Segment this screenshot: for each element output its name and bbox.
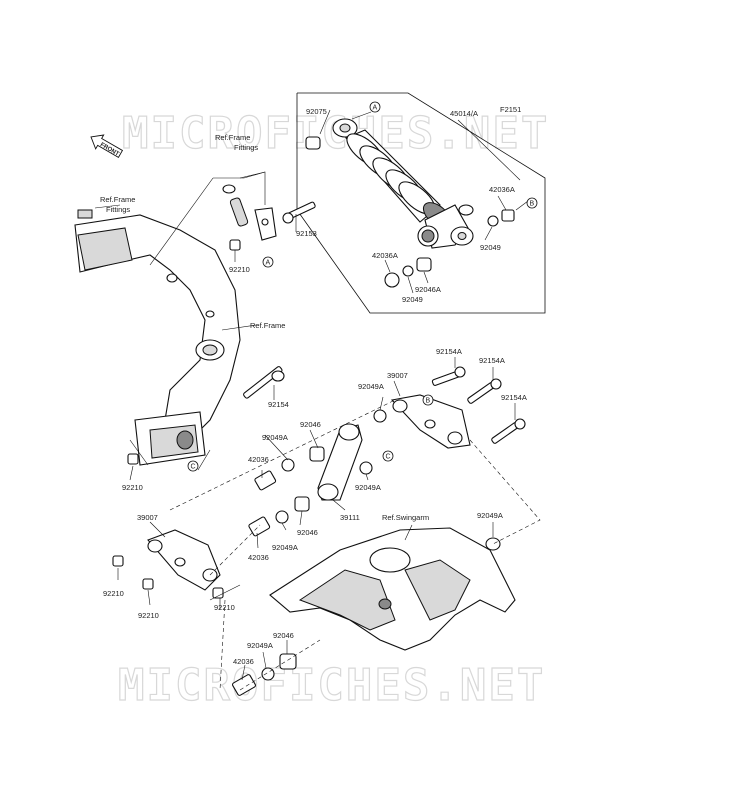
svg-text:A: A (266, 260, 271, 267)
bolt-92154a-3 (491, 418, 526, 444)
collar-42036a-left (384, 272, 400, 288)
ref-frame-fittings-top-line1: Ref.Frame (215, 133, 250, 142)
label-92210-top: 92210 (229, 265, 250, 274)
label-92210-a: 92210 (103, 589, 124, 598)
watermark-top: MICROFICHES.NET (122, 108, 549, 159)
label-39007-right: 39007 (387, 371, 408, 380)
label-45014a: 45014/A (450, 109, 478, 118)
label-92153: 92153 (296, 229, 317, 238)
label-92049a-4: 92049A (272, 543, 298, 552)
bolt-92154 (243, 366, 285, 399)
label-42036-1: 42036 (248, 455, 269, 464)
washer-92049a-2 (281, 458, 295, 472)
label-42036a-left: 42036A (372, 251, 398, 260)
collar-42036-1 (254, 470, 277, 491)
label-92049-bottom: 92049 (402, 295, 423, 304)
label-92154: 92154 (268, 400, 289, 409)
label-92049-right: 92049 (480, 243, 501, 252)
washer-92049a-1 (373, 409, 387, 423)
svg-text:A: A (373, 105, 378, 112)
bush-92046-1 (309, 446, 325, 462)
ref-frame-label: Ref.Frame (250, 321, 285, 330)
label-42036-2: 42036 (248, 553, 269, 562)
svg-text:B: B (426, 398, 431, 405)
bolt-92154a-1 (431, 366, 466, 386)
frame-fitting-nut (77, 209, 93, 219)
shock-spring (346, 133, 436, 215)
label-92046-3: 92046 (273, 631, 294, 640)
label-39007-left: 39007 (137, 513, 158, 522)
svg-text:C: C (386, 454, 391, 461)
nut-92210-a (112, 555, 124, 567)
tie-rod-39111 (317, 423, 363, 501)
nut-92210-top (229, 239, 241, 251)
callout-c-frame: C (187, 460, 199, 472)
front-arrow-icon: FRONT (90, 134, 124, 159)
svg-text:C: C (191, 464, 196, 471)
callout-b-plate: B (422, 394, 434, 406)
callout-c-rod: C (382, 450, 394, 462)
rocker-plate-39007-right (390, 394, 471, 449)
callout-a-top: A (369, 101, 381, 113)
bushing-92075 (305, 136, 321, 150)
label-92046a: 92046A (415, 285, 441, 294)
callout-a-frame: A (262, 256, 274, 268)
label-92049a-1: 92049A (358, 382, 384, 391)
svg-text:B: B (530, 201, 535, 208)
label-92210-c: 92210 (214, 603, 235, 612)
washer-92049-bottom (402, 265, 414, 277)
label-92210-b: 92210 (138, 611, 159, 620)
label-92075: 92075 (306, 107, 327, 116)
label-92049a-3: 92049A (355, 483, 381, 492)
label-42036a-right: 42036A (489, 185, 515, 194)
rocker-plate-39007-left (147, 529, 221, 591)
label-92210-left: 92210 (122, 483, 143, 492)
label-92046-1: 92046 (300, 420, 321, 429)
bush-92046-3 (279, 653, 297, 670)
label-f2151: F2151 (500, 105, 521, 114)
ref-frame-fittings-left-line1: Ref.Frame (100, 195, 135, 204)
watermark-bottom: MICROFICHES.NET (118, 660, 545, 711)
label-92154a-3: 92154A (501, 393, 527, 402)
bolt-92154a-2 (467, 378, 502, 404)
swingarm (269, 527, 516, 651)
collar-42036a-right (501, 209, 515, 222)
ref-frame-fittings-top-line2: Fittings (234, 143, 258, 152)
collar-42036-3 (232, 674, 256, 696)
label-42036-3: 42036 (233, 657, 254, 666)
washer-92049a-3 (359, 461, 373, 475)
nut-92210-b (142, 578, 154, 590)
ref-swingarm-label: Ref.Swingarm (382, 513, 429, 522)
frame-bracket (74, 209, 241, 466)
label-92154a-2: 92154A (479, 356, 505, 365)
shock-absorber (332, 118, 474, 249)
label-92049a-2: 92049A (262, 433, 288, 442)
nut-92210-c (212, 587, 224, 599)
label-92154a-1: 92154A (436, 347, 462, 356)
frame-fittings-top (222, 184, 277, 241)
collar-42036-2 (248, 516, 271, 537)
ref-frame-fittings-left-line2: Fittings (106, 205, 130, 214)
bush-92046-2 (294, 496, 310, 512)
bush-92046a (416, 257, 432, 272)
nut-92210-left (127, 453, 139, 465)
callout-b-shock: B (526, 197, 538, 209)
leader-lines (94, 171, 541, 691)
washer-92049a-4 (275, 510, 289, 524)
shock-absorber-group (296, 92, 546, 314)
washer-92049a-6 (261, 667, 275, 681)
washer-92049-right (487, 215, 499, 227)
bolt-92153 (282, 201, 316, 224)
washer-92049a-5 (485, 537, 501, 551)
label-39111: 39111 (340, 513, 360, 522)
label-92049a-5: 92049A (477, 511, 503, 520)
label-92049a-6: 92049A (247, 641, 273, 650)
label-92046-2: 92046 (297, 528, 318, 537)
